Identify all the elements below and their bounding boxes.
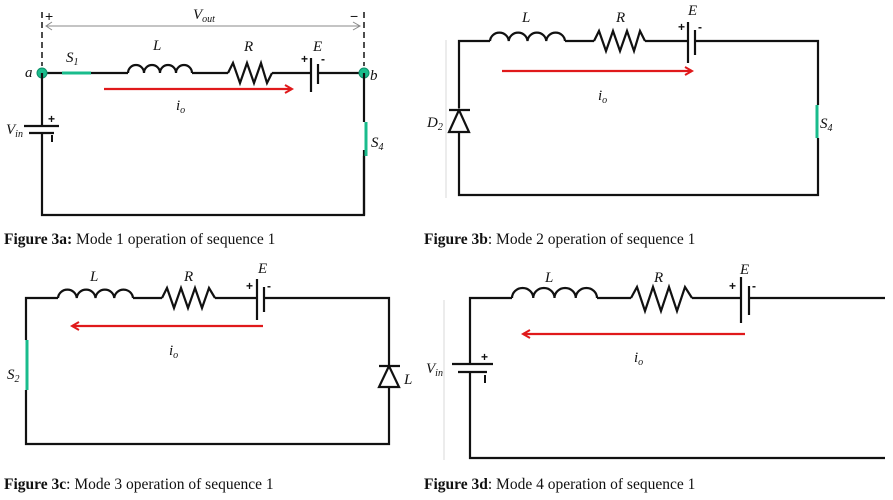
current-label: io xyxy=(176,98,185,116)
wire xyxy=(695,39,820,105)
wire xyxy=(457,39,490,108)
resistor-label: R xyxy=(183,269,193,285)
caption-figure-3a-text: Mode 1 operation of sequence 1 xyxy=(72,231,276,248)
switch-s4-label: S4 xyxy=(371,135,384,153)
emf-label: E xyxy=(739,262,749,278)
inductor-label: L xyxy=(152,38,161,54)
emf-label: E xyxy=(687,3,697,19)
caption-figure-3c-label: Figure 3c xyxy=(4,476,67,493)
wire xyxy=(468,372,885,460)
inductor-icon xyxy=(488,31,567,42)
wire xyxy=(24,296,58,340)
vin-plus: + xyxy=(48,112,55,126)
vin-label: Vin xyxy=(426,361,443,379)
emf-label: E xyxy=(312,39,322,55)
caption-figure-3b-text: : Mode 2 operation of sequence 1 xyxy=(487,231,696,248)
vout-minus: − xyxy=(350,8,358,24)
wire xyxy=(457,132,820,197)
battery-e-icon xyxy=(309,58,320,92)
node-b-label: b xyxy=(370,68,378,84)
wire xyxy=(468,296,512,364)
inductor-icon xyxy=(510,286,599,299)
emf-plus: + xyxy=(246,279,253,293)
inductor-label: L xyxy=(89,269,98,285)
emf-minus: - xyxy=(698,20,702,34)
vout-arrow-left-head xyxy=(45,21,53,31)
diode-label: L xyxy=(403,372,412,388)
inductor-icon xyxy=(56,288,135,299)
figure-3d: + - E L R + Vin io xyxy=(426,262,885,460)
wire xyxy=(40,133,366,217)
battery-e-icon xyxy=(686,22,697,63)
vin-minus xyxy=(484,375,486,383)
switch-s1-label: S1 xyxy=(66,50,79,68)
figure-3c: + - E L R S2 L io xyxy=(7,261,412,446)
vin-plus: + xyxy=(481,350,488,364)
figure-3b: + - E L R D2 S4 io xyxy=(426,3,833,198)
vout-plus: + xyxy=(45,8,53,24)
diode-d2-icon xyxy=(447,107,471,134)
caption-figure-3a-label: Figure 3a: xyxy=(4,231,73,248)
switch-s2-label: S2 xyxy=(7,367,20,385)
caption-figure-3b: Figure 3b: Mode 2 operation of sequence … xyxy=(424,231,695,249)
resistor-label: R xyxy=(615,10,625,26)
emf-plus: + xyxy=(301,52,308,66)
battery-vin-icon xyxy=(452,362,493,374)
current-label: io xyxy=(598,88,607,106)
current-label: io xyxy=(634,350,643,368)
node-a-label: a xyxy=(25,65,33,81)
diode-d2-label: D2 xyxy=(426,115,443,133)
vin-label: Vin xyxy=(6,122,23,140)
resistor-icon xyxy=(630,283,693,315)
current-label: io xyxy=(169,343,178,361)
battery-e-icon xyxy=(739,277,751,323)
vin-minus xyxy=(51,135,53,142)
switch-s4-label: S4 xyxy=(820,116,833,134)
battery-vin-icon xyxy=(24,124,59,135)
caption-figure-3d: Figure 3d: Mode 4 operation of sequence … xyxy=(424,476,695,494)
caption-figure-3b-label: Figure 3b xyxy=(424,231,488,248)
vout-label: Vout xyxy=(193,7,215,25)
caption-figure-3c: Figure 3c: Mode 3 operation of sequence … xyxy=(4,476,274,494)
emf-plus: + xyxy=(729,279,736,293)
caption-figure-3c-text: : Mode 3 operation of sequence 1 xyxy=(66,476,274,493)
diode-icon xyxy=(377,363,401,389)
wire xyxy=(24,388,391,446)
figure-3a: + − Vout + - E L R S1 a b xyxy=(6,7,384,217)
caption-figure-3d-label: Figure 3d xyxy=(424,476,488,493)
resistor-label: R xyxy=(243,39,253,55)
battery-e-icon xyxy=(255,279,266,320)
emf-minus: - xyxy=(321,52,325,66)
emf-label: E xyxy=(257,261,267,277)
wire xyxy=(264,296,391,366)
resistor-icon xyxy=(593,27,646,55)
emf-plus: + xyxy=(678,20,685,34)
caption-figure-3d-text: : Mode 4 operation of sequence 1 xyxy=(487,476,696,493)
resistor-icon xyxy=(227,59,273,87)
inductor-icon xyxy=(126,63,194,74)
caption-figure-3a: Figure 3a: Mode 1 operation of sequence … xyxy=(4,231,275,249)
emf-minus: - xyxy=(752,279,756,293)
resistor-icon xyxy=(161,284,216,312)
emf-minus: - xyxy=(267,279,271,293)
resistor-label: R xyxy=(653,270,663,286)
inductor-label: L xyxy=(544,270,553,286)
inductor-label: L xyxy=(521,10,530,26)
